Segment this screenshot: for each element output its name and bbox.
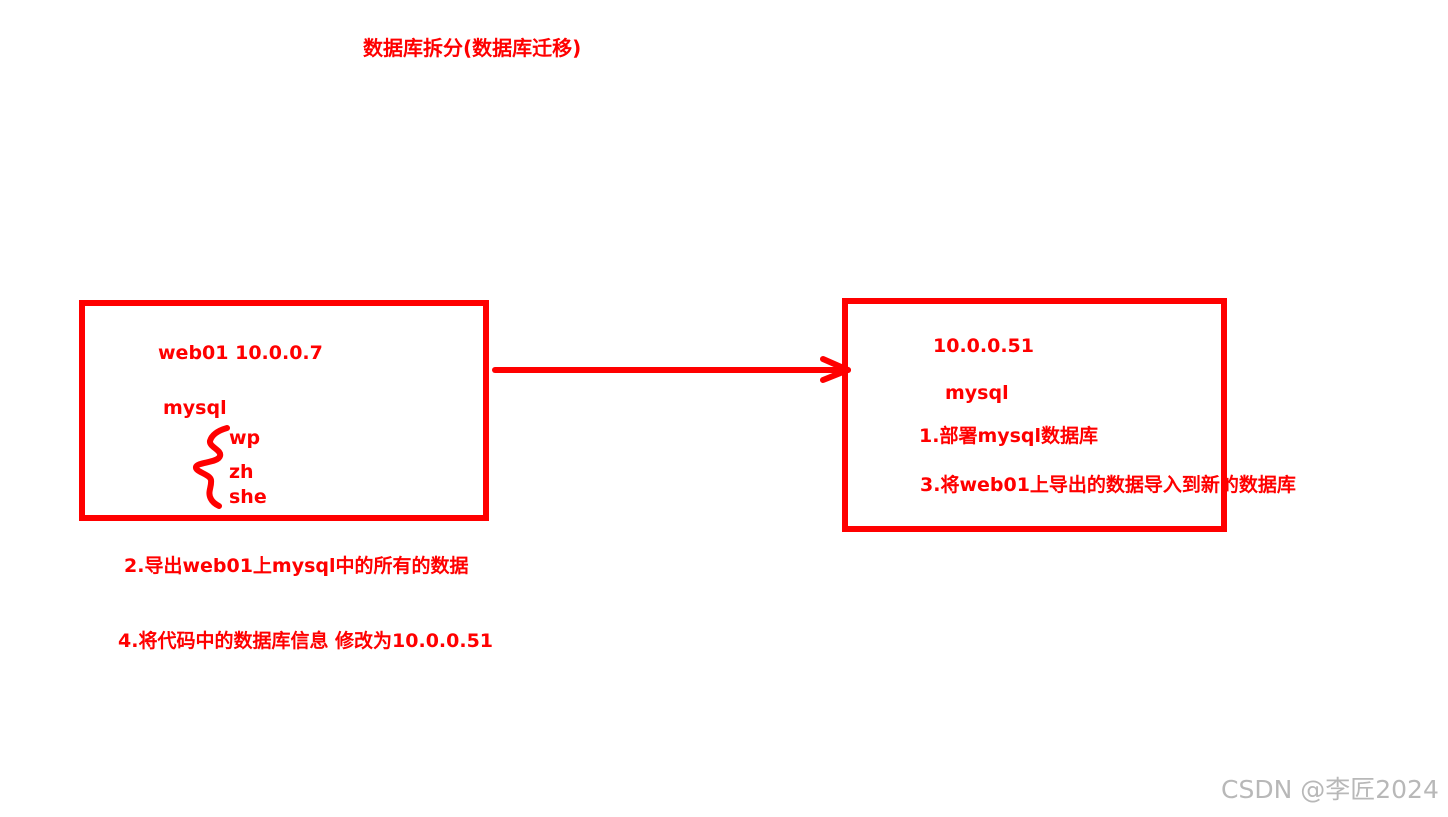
database-wp: wp: [229, 427, 261, 449]
target-mysql-label: mysql: [945, 382, 1009, 404]
source-mysql-label: mysql: [163, 397, 227, 419]
database-she: she: [229, 486, 267, 508]
step-2-label: 2.导出web01上mysql中的所有的数据: [124, 555, 469, 577]
database-zh: zh: [229, 461, 254, 483]
source-server-box: [79, 300, 489, 521]
step-4-label: 4.将代码中的数据库信息 修改为10.0.0.51: [118, 630, 494, 652]
diagram-title: 数据库拆分(数据库迁移): [363, 36, 582, 60]
csdn-watermark: CSDN @李匠2024: [1221, 775, 1439, 804]
target-server-box: [842, 298, 1227, 532]
source-host-label: web01 10.0.0.7: [158, 342, 323, 364]
migration-arrow: [492, 356, 851, 383]
step-3-label: 3.将web01上导出的数据导入到新的数据库: [920, 474, 1296, 496]
step-1-label: 1.部署mysql数据库: [919, 425, 1099, 447]
target-ip-label: 10.0.0.51: [933, 335, 1034, 357]
